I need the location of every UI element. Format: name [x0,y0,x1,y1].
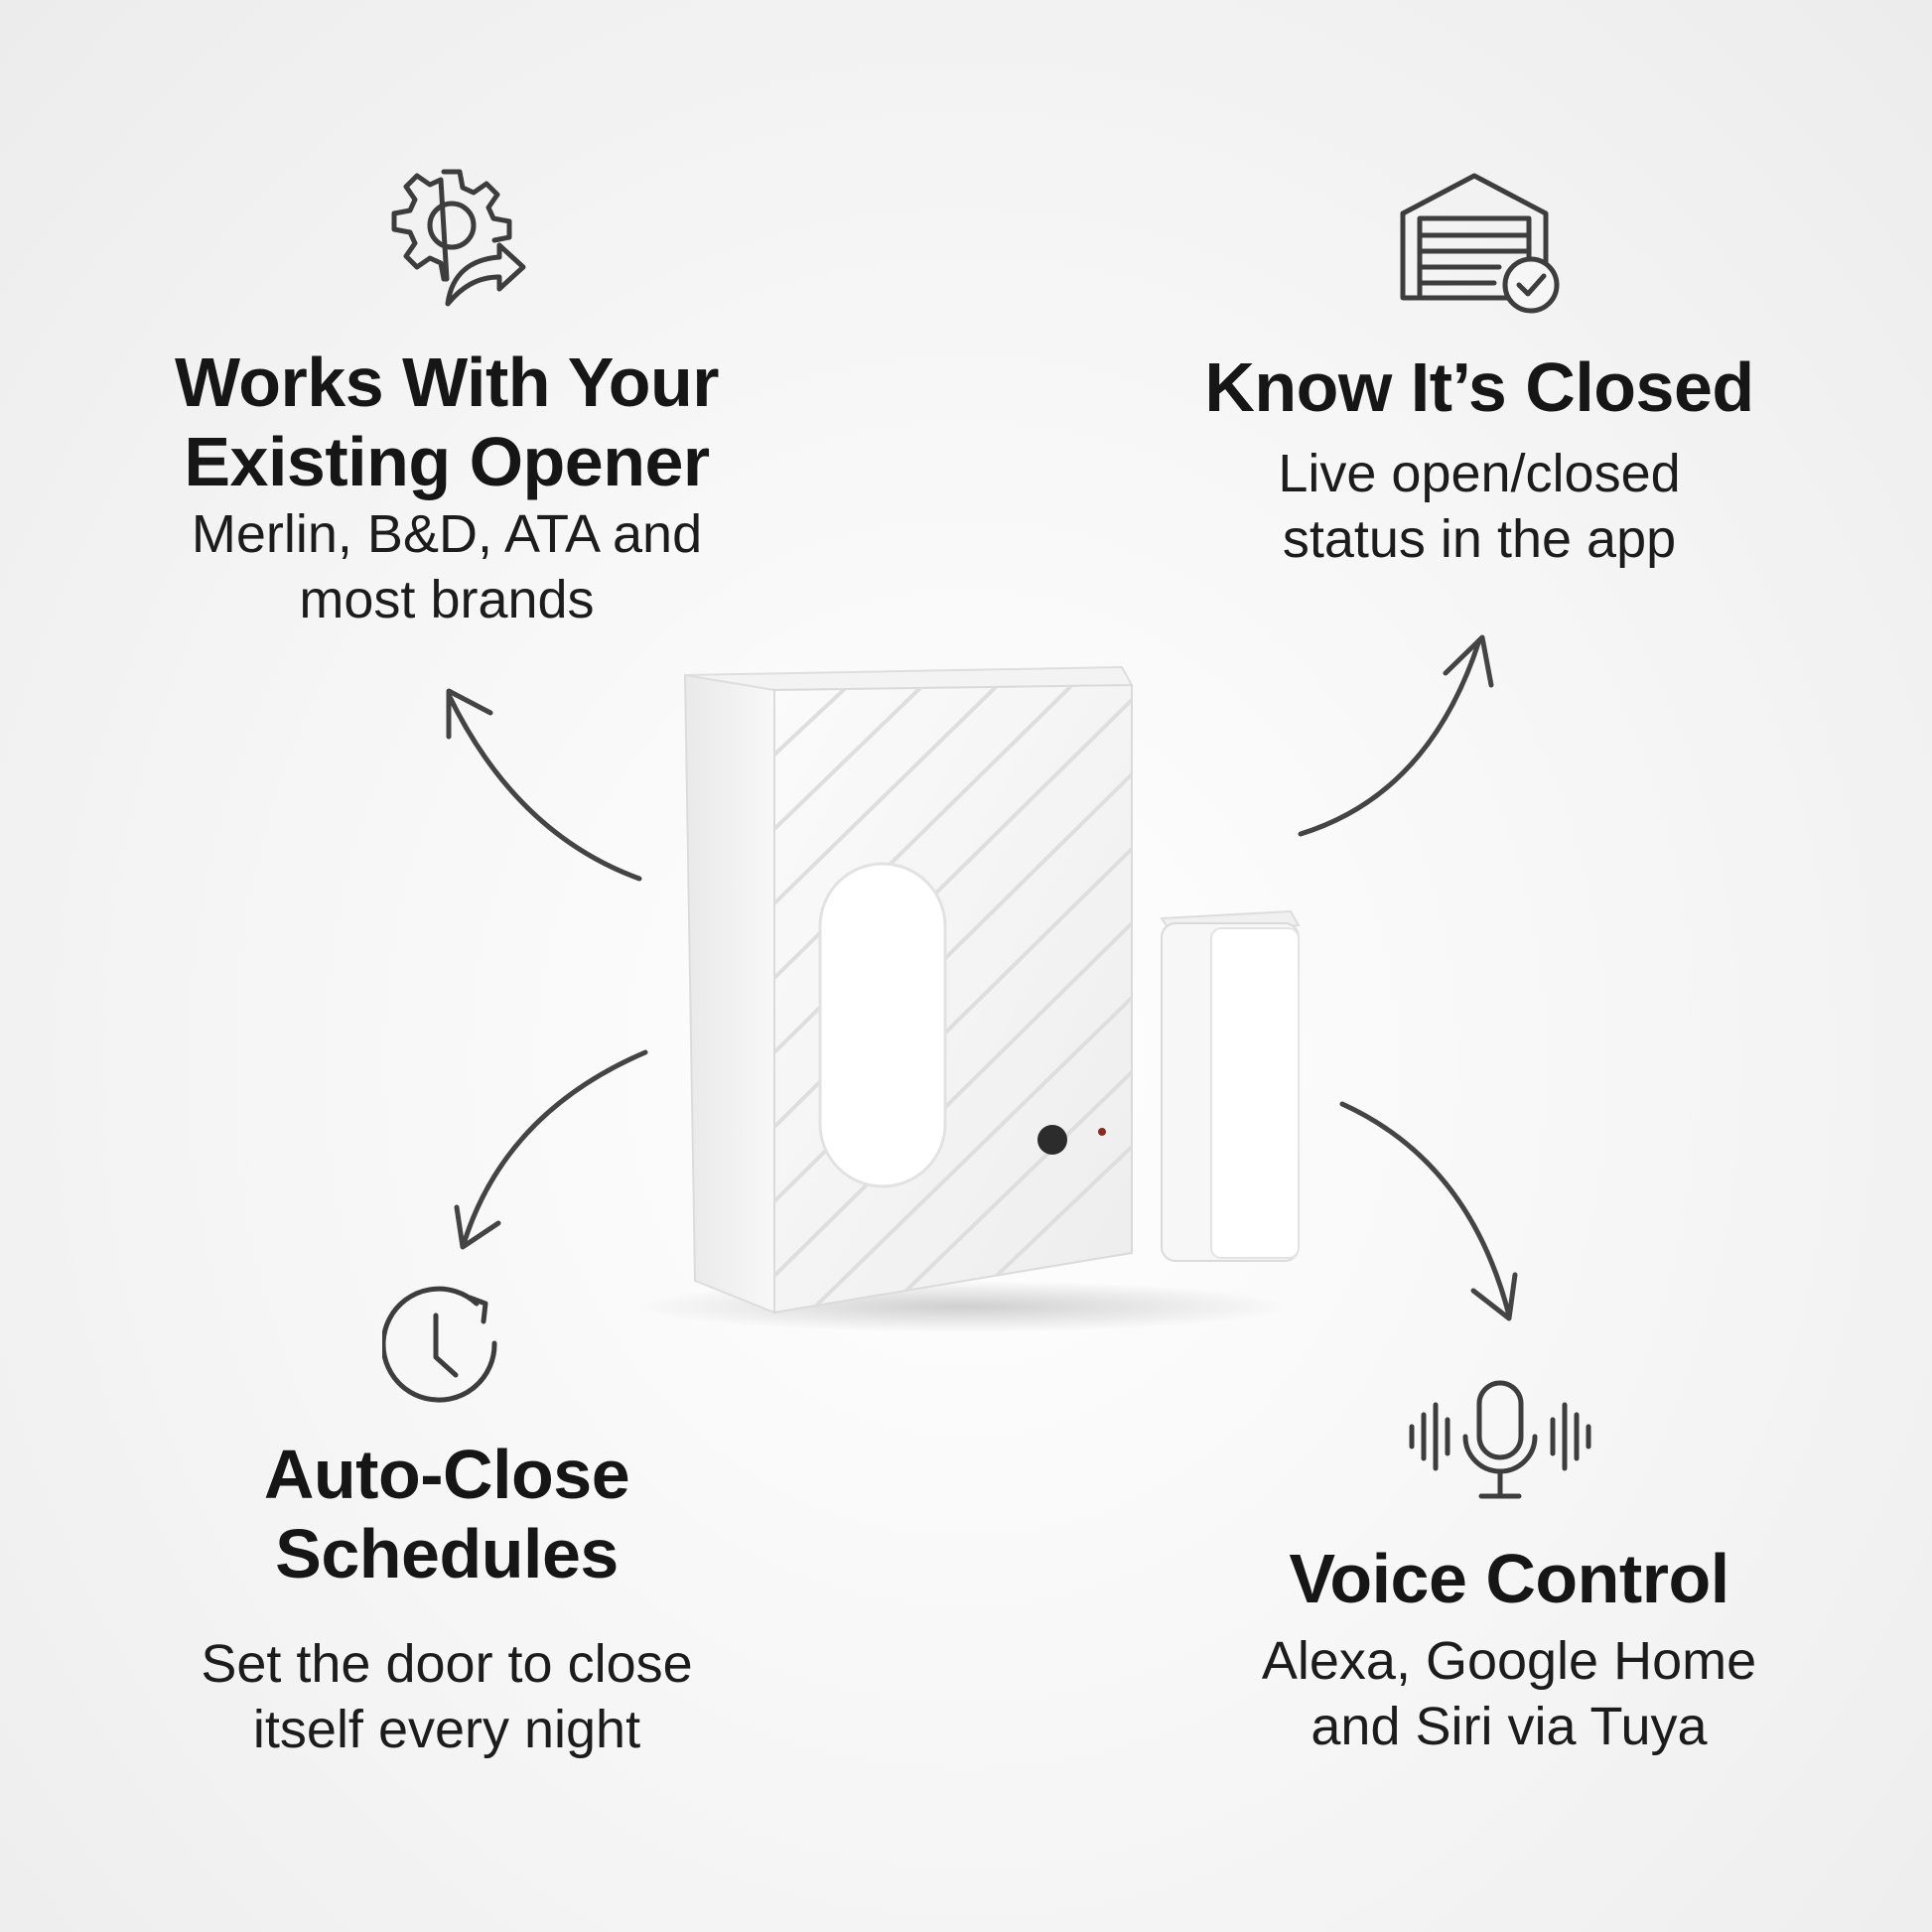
feature-schedule-title-line2: Schedules [275,1515,619,1592]
feature-closed-desc: Live open/closed status in the app [1152,441,1807,572]
arrow-to-opener-head [446,688,493,740]
feature-opener: Works With Your Existing Opener Merlin, … [129,343,764,632]
gear-arrow-icon [382,164,531,313]
feature-opener-desc-line1: Merlin, B&D, ATA and [191,504,703,564]
feature-schedule-title-line1: Auto-Close [263,1436,630,1513]
arrow-to-voice-head [1470,1272,1518,1321]
feature-opener-desc: Merlin, B&D, ATA and most brands [129,501,764,632]
arrow-to-opener [446,692,642,882]
feature-closed-desc-line1: Live open/closed [1278,444,1681,503]
garage-controller-device [635,665,1301,1332]
feature-schedule-title: Auto-Close Schedules [129,1435,764,1593]
feature-closed: Know It’s Closed Live open/closed status… [1152,347,1807,572]
device-button [1037,1125,1067,1155]
arrow-to-closed [1298,637,1482,837]
arrow-to-voice [1339,1101,1512,1318]
clock-refresh-icon [382,1286,511,1415]
feature-opener-title-line2: Existing Opener [184,423,710,500]
feature-voice-desc-line1: Alexa, Google Home [1261,1631,1757,1691]
device-oval-window [818,862,947,1188]
feature-voice: Voice Control Alexa, Google Home and Sir… [1191,1539,1827,1759]
arrow-to-closed-head [1443,634,1494,688]
arrow-to-schedule [462,1049,648,1244]
feature-schedule-desc-line1: Set the door to close [201,1634,693,1694]
sensor-front [1210,927,1300,1259]
garage-check-icon [1395,164,1564,318]
arrow-to-schedule-head [454,1204,501,1250]
feature-schedule-desc-line2: itself every night [252,1700,641,1759]
feature-voice-desc-line2: and Siri via Tuya [1311,1697,1708,1756]
feature-voice-title: Voice Control [1289,1540,1729,1617]
feature-opener-title: Works With Your Existing Opener [129,343,764,501]
feature-opener-title-line1: Works With Your [174,344,720,421]
feature-schedule-desc: Set the door to close itself every night [129,1631,764,1762]
feature-closed-title: Know It’s Closed [1204,348,1754,426]
device-led [1098,1128,1106,1136]
microphone-soundwave-icon [1402,1375,1600,1504]
feature-closed-desc-line2: status in the app [1282,509,1677,569]
device-side-face [683,673,775,1314]
feature-schedule: Auto-Close Schedules Set the door to clo… [129,1435,764,1762]
feature-opener-desc-line2: most brands [299,570,595,629]
feature-voice-desc: Alexa, Google Home and Siri via Tuya [1191,1628,1827,1759]
